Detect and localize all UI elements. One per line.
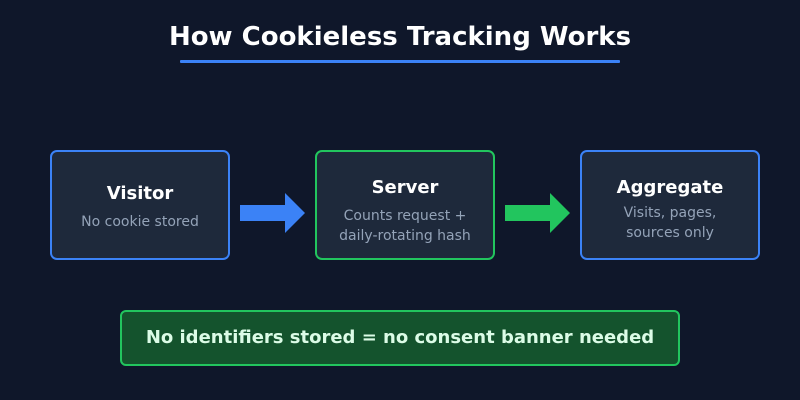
aggregate-step-card: Aggregate Visits, pages, sources only xyxy=(580,150,760,260)
consent-banner-note: No identifiers stored = no consent banne… xyxy=(120,310,680,366)
server-step-card: Server Counts request + daily-rotating h… xyxy=(315,150,495,260)
title-underline xyxy=(180,60,620,63)
aggregate-step-description: Visits, pages, sources only xyxy=(623,205,717,241)
arrow-right-icon xyxy=(505,193,570,233)
server-step-heading: Server xyxy=(371,177,439,198)
page-title: How Cookieless Tracking Works xyxy=(168,22,632,52)
visitor-step-heading: Visitor xyxy=(106,183,174,204)
aggregate-step-heading: Aggregate xyxy=(616,177,724,198)
visitor-step-card: Visitor No cookie stored xyxy=(50,150,230,260)
visitor-step-description: No cookie stored xyxy=(81,214,199,230)
server-step-description: Counts request + daily-rotating hash xyxy=(339,208,471,244)
arrow-right-icon xyxy=(240,193,305,233)
